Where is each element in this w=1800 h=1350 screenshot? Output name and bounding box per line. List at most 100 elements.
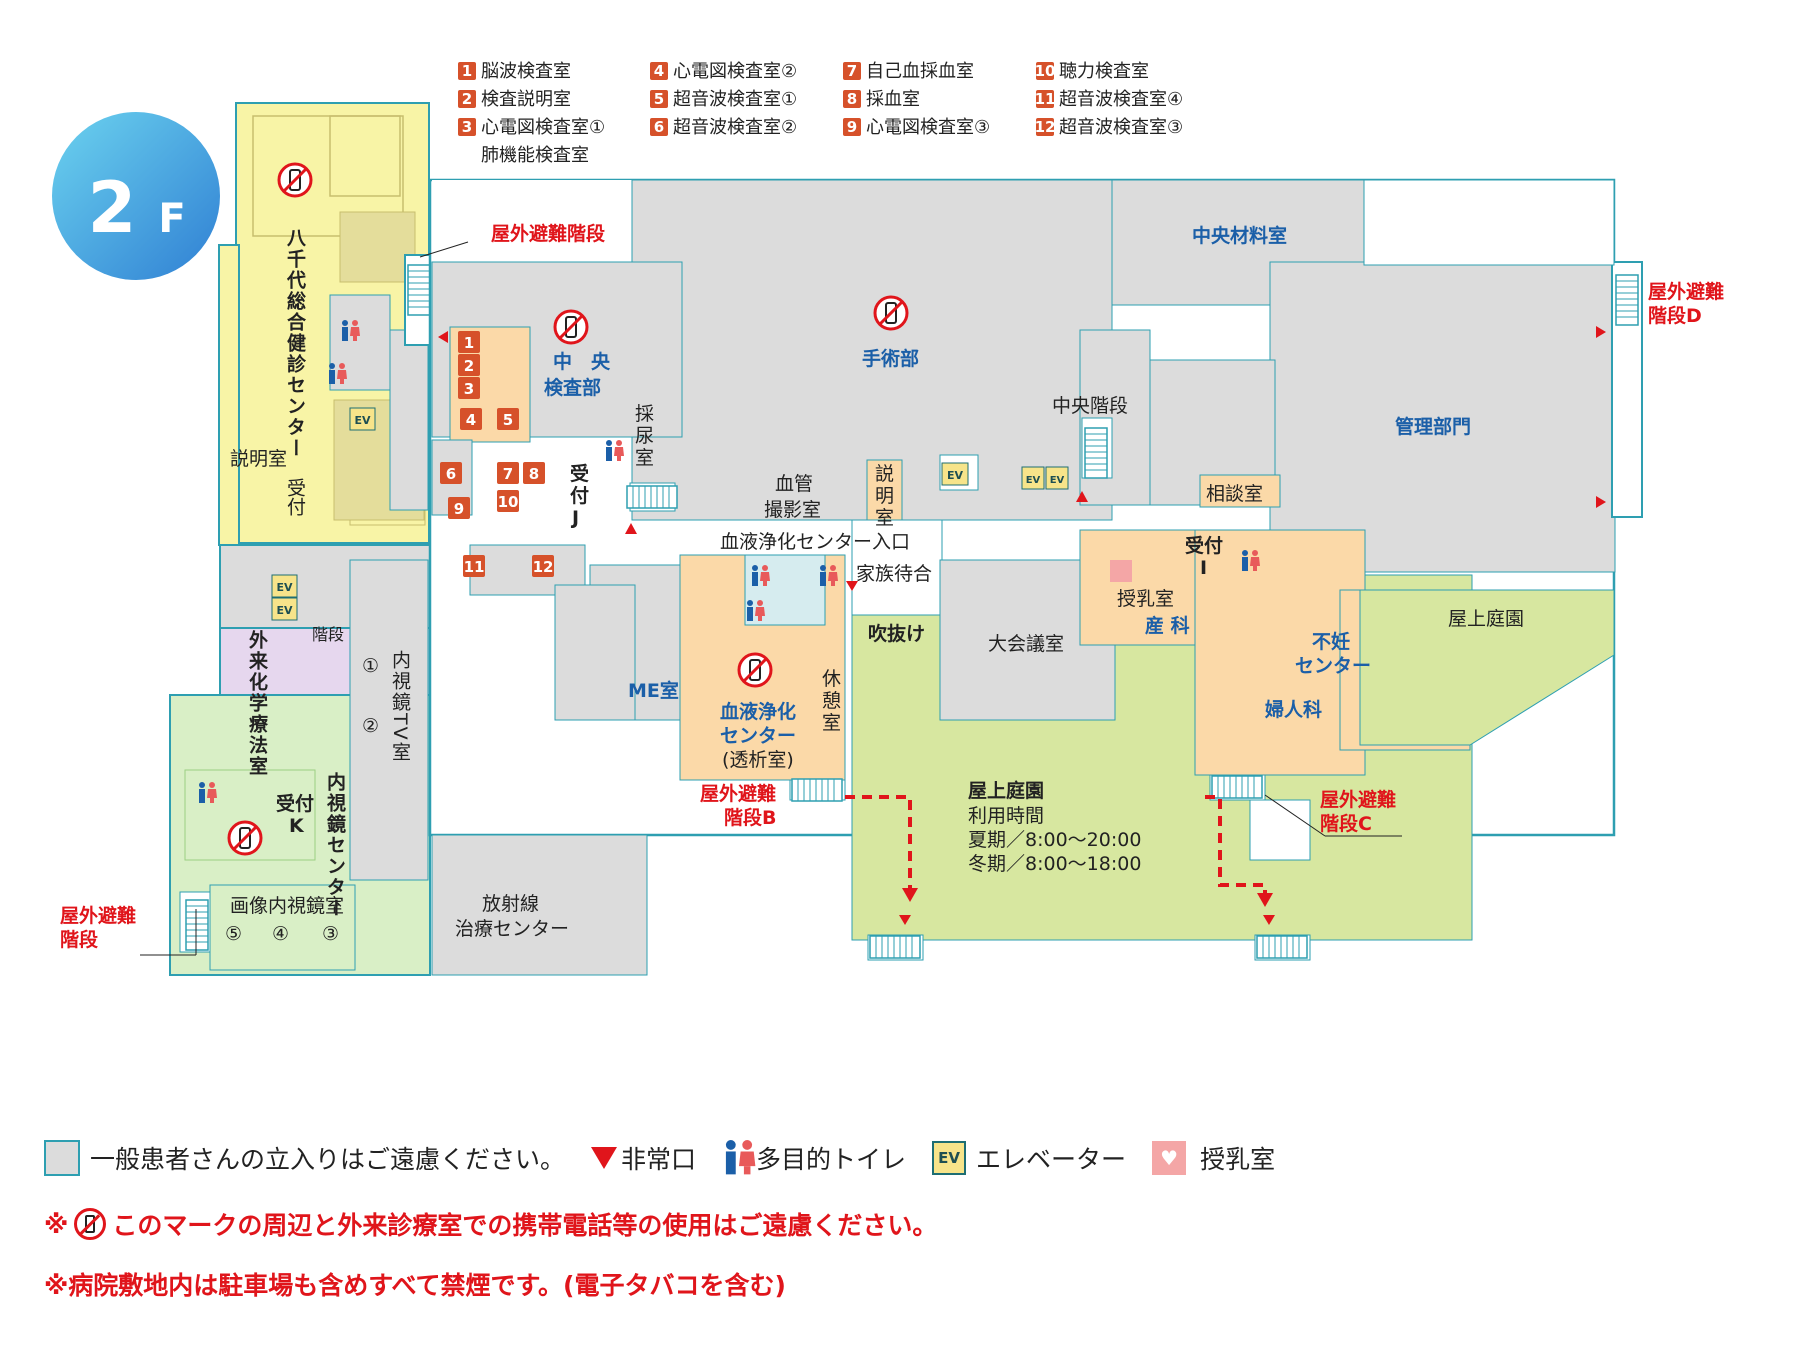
no-phone-icon [74,1208,107,1240]
label-reception-k-letter: K [289,815,305,837]
ev-main-3: EV [1050,475,1065,486]
index-number: 6 [654,118,664,136]
room-number-text: 4 [466,411,476,429]
legend-emergency-text: 非常口 [621,1145,697,1174]
room-number-1: 1 [458,331,480,353]
room-number-7: 7 [497,462,519,484]
label-dialysis-1: 血液浄化 [720,700,796,723]
label-gynecology: 婦人科 [1264,698,1322,721]
legend-toilet: 多目的トイレ [722,1140,906,1176]
index-number: 7 [847,62,857,80]
index-name: 超音波検査室① [673,89,797,110]
room-number-box [458,331,480,353]
note-phone-text: このマークの周辺と外来診療室での携帯電話等の使用はご遠慮ください。 [112,1211,938,1240]
legend-restricted-text: 一般患者さんの立入りはご遠慮ください。 [90,1145,566,1174]
label-circle3: ③ [322,923,339,945]
label-angio-1: 血管 [775,473,813,495]
index-name: 自己血採血室 [866,61,974,82]
no-phone-icon [737,652,773,688]
index-number-box [843,118,861,136]
room-number-box [460,408,482,430]
index-number-box [1036,118,1054,136]
room-number-12: 12 [532,555,554,577]
label-reception-j-3: J [570,507,579,529]
label-endoscope-center: 内視鏡センター [324,771,347,919]
index-number: 12 [1035,118,1056,136]
index-name: 心電図検査室① [481,117,605,138]
index-name-2: 肺機能検査室 [481,145,589,166]
label-summer: 夏期／8:00～20:00 [968,829,1141,851]
note-smoking-text: ※病院敷地内は駐車場も含めすべて禁煙です。(電子タバコを含む) [44,1271,786,1300]
room-number-10: 10 [497,490,519,512]
room-number-text: 1 [464,334,474,352]
floor-badge: 2 F [52,112,220,280]
room-number-box [532,555,554,577]
toilet-icon [725,1140,756,1175]
ev-left-3: EV [354,414,371,427]
label-radiation-1: 放射線 [482,893,539,915]
room-number-11: 11 [463,555,485,577]
label-endoscope-tv: 内視鏡TV室 [389,650,411,763]
floor-suffix: F [158,196,185,242]
label-roof-garden: 屋上庭園 [1448,608,1524,630]
label-reception-k: 受付 [276,792,314,815]
label-family-wait: 家族待合 [856,563,932,585]
label-me-room: ME室 [628,679,679,702]
restricted-swatch [44,1140,80,1176]
room-number-6: 6 [440,462,462,484]
room-number-box [497,408,519,430]
label-escape-c-1: 屋外避難 [1320,788,1396,811]
room-number-box [440,462,462,484]
label-angio-2: 撮影室 [764,499,821,521]
room-number-text: 7 [503,465,513,483]
ev-main-2: EV [1026,475,1041,486]
room-number-text: 6 [446,465,456,483]
label-stairs-small: 階段 [312,625,344,644]
index-name: 超音波検査室④ [1059,89,1183,110]
label-fertility-1: 不妊 [1312,630,1350,653]
label-hours-title: 利用時間 [968,805,1044,827]
legend-nursing: ♥ 授乳室 [1152,1140,1275,1176]
main-building: EV EV EV [428,178,1643,976]
label-management: 管理部門 [1395,415,1471,438]
room-number-box [497,462,519,484]
note-phone: ※ このマークの周辺と外来診療室での携帯電話等の使用はご遠慮ください。 [44,1206,937,1242]
index-item: 6 超音波検査室② [650,117,797,138]
label-escape-d-2: 階段D [1648,304,1702,327]
room-number-4: 4 [460,408,482,430]
label-rest-3: 室 [822,712,841,734]
label-urine-1: 採 [635,403,654,425]
room-number-box [448,497,470,519]
label-health-center: 八千代総合健診センター [284,228,307,459]
label-central-supply: 中央材料室 [1192,224,1287,247]
label-image-endoscope: 画像内視鏡室 [230,895,344,917]
label-reception-j-2: 付 [570,484,589,507]
label-radiation-2: 治療センター [455,918,569,940]
index-number-box [650,62,668,80]
label-nursing: 授乳室 [1117,588,1174,610]
main-labels: 中 央 検査部 採 尿 室 受 付 J 血管 撮影室 説 明 室 手術部 中央材… [455,224,1524,940]
room-number-3: 3 [458,377,480,399]
label-circle4: ④ [272,923,289,945]
label-consult: 相談室 [1206,483,1263,505]
index-name: 検査説明室 [481,89,571,110]
room-number-box [497,490,519,512]
label-surgery: 手術部 [862,347,919,370]
index-number-box [1036,90,1054,108]
index-name: 心電図検査室② [673,61,797,82]
legend-emergency: 非常口 [591,1140,696,1176]
no-phone-icon [277,162,313,198]
index-name: 超音波検査室② [673,117,797,138]
label-atrium: 吹抜け [868,622,925,645]
label-reception: 受付 [284,478,306,516]
index-name: 超音波検査室③ [1059,117,1183,138]
